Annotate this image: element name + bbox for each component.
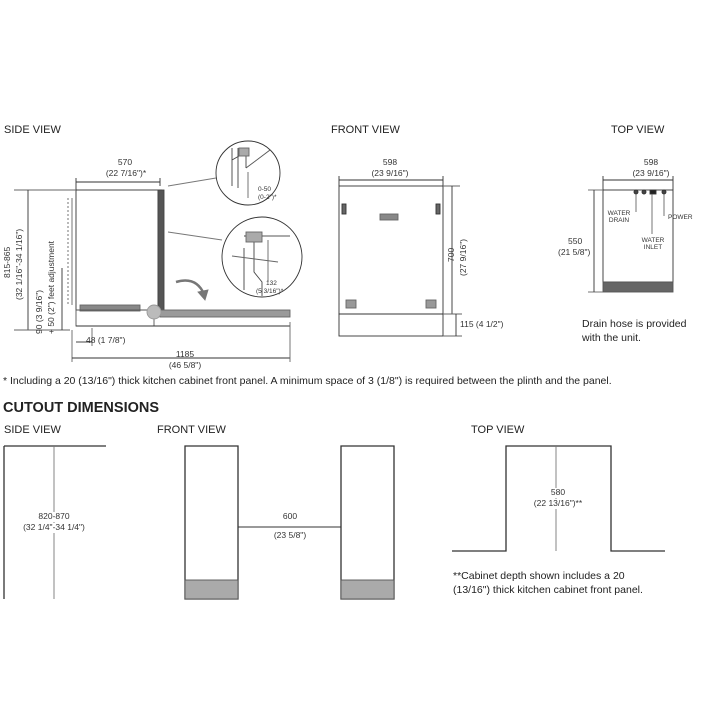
detail-circle-1 [215,140,281,206]
detail2-in: (5 3/16")* [256,288,284,295]
front-height-in: (27 9/16") [458,238,468,276]
side-door-open-in: (46 5/8") [168,360,202,370]
detail2-mm: 132 [266,280,277,287]
side-depth-in: (22 7/16")* [105,168,147,178]
cutout-width-in: (23 5/8") [273,530,307,540]
top-door [602,281,674,293]
top-body [602,189,674,283]
side-plinth-depth: 48 (1 7/8") [86,335,126,345]
footnote: * Including a 20 (13/16") thick kitchen … [3,375,612,387]
cutout-top-heading: TOP VIEW [471,424,525,436]
side-feet-adjust: + 50 (2") feet adjustment [46,240,56,334]
top-width-in: (23 9/16") [632,168,670,178]
front-height-mm: 700 [446,247,456,262]
top-view-heading: TOP VIEW [611,124,665,136]
cutout-side-heading: SIDE VIEW [4,424,61,436]
cutout-front-heading: FRONT VIEW [157,424,226,436]
cutout-title: CUTOUT DIMENSIONS [3,400,160,416]
side-body [75,189,159,311]
side-view-heading: SIDE VIEW [4,124,61,136]
top-width-mm: 598 [643,157,659,167]
front-width-mm: 598 [382,157,398,167]
detail1-in: (0-2")* [258,194,277,201]
front-plinth: 115 (4 1/2") [460,319,504,329]
side-door-open-mm: 1185 [175,349,195,359]
cutout-width-mm: 600 [282,511,298,521]
cutout-note: **Cabinet depth shown includes a 20(13/1… [453,570,643,596]
cutout-height-in: (32 1/4"-34 1/4") [8,522,100,533]
side-plinth: 90 (3 9/16") [34,289,44,334]
top-depth-in: (21 5/8") [558,247,591,257]
side-height-mm: 815-865 [2,246,12,278]
cutout-depth-mm: 580 [530,487,586,498]
detail1-mm: 0-50 [258,186,272,193]
top-depth-mm: 550 [568,236,583,246]
side-door-panel [157,189,165,312]
side-open-door [159,309,291,318]
power-label: POWER [668,214,693,221]
cutout-depth-in: (22 13/16")** [516,498,600,509]
side-depth-mm: 570 [117,157,133,167]
detail-circle-2 [221,216,303,298]
front-view-heading: FRONT VIEW [331,124,400,136]
cutout-height-mm: 820-870 [20,511,88,522]
front-width-in: (23 9/16") [371,168,409,178]
side-height-in: (32 1/16"-34 1/16") [14,228,24,300]
front-plinth [338,313,444,337]
front-body [338,185,444,315]
